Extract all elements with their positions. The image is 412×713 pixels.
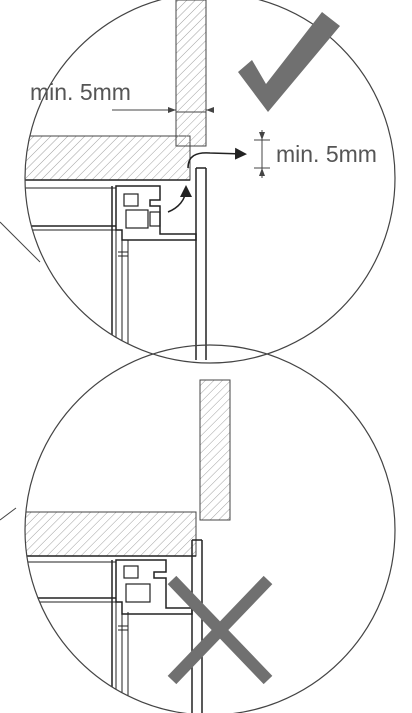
upper-panel bbox=[175, 0, 207, 113]
panel-incorrect bbox=[0, 344, 396, 713]
detail-circle-top bbox=[24, 0, 396, 364]
hinge-profile bbox=[115, 559, 193, 615]
check-mark-icon bbox=[238, 12, 340, 112]
hinge-profile bbox=[115, 185, 197, 241]
dimension-vertical: min. 5mm bbox=[254, 130, 377, 178]
upper-panel-end bbox=[175, 111, 207, 147]
worktop bbox=[25, 135, 191, 181]
dimension-label-vertical: min. 5mm bbox=[276, 141, 377, 167]
upper-panel bbox=[199, 379, 231, 521]
dimension-horizontal: min. 5mm bbox=[30, 79, 214, 120]
worktop bbox=[25, 511, 197, 557]
airflow-arrow-2 bbox=[187, 147, 247, 169]
cross-mark-icon bbox=[167, 575, 273, 685]
dimension-label-horizontal: min. 5mm bbox=[30, 79, 131, 105]
airflow-arrow-1 bbox=[167, 185, 192, 213]
panel-correct: min. 5mm min. 5mm bbox=[0, 0, 396, 364]
detail-circle-bottom bbox=[24, 344, 396, 713]
